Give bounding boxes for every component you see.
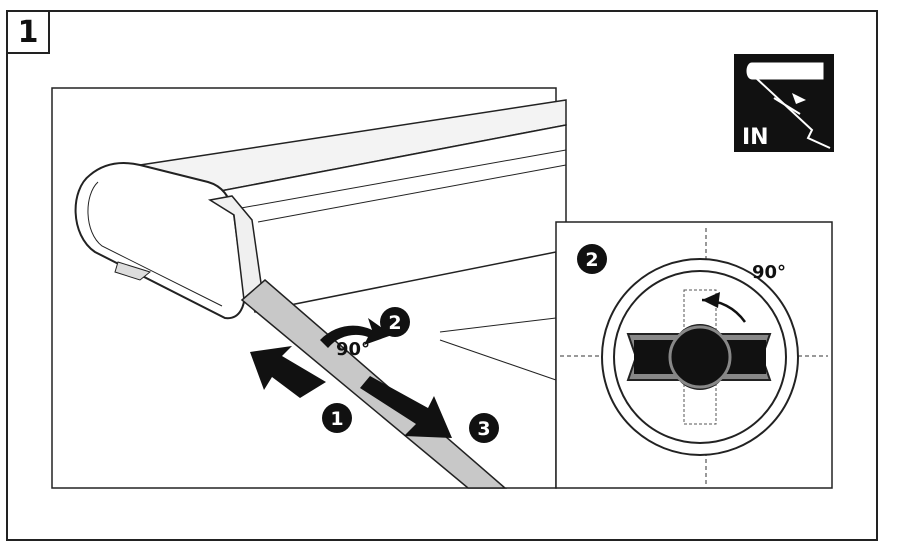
marker-2: 2 xyxy=(380,307,410,337)
in-direction-label: IN xyxy=(742,125,769,150)
in-direction-icon: IN xyxy=(734,54,834,152)
detail-rotation-label: 90° xyxy=(752,262,786,283)
diagram-frame xyxy=(6,10,878,541)
detail-marker-2-label: 2 xyxy=(585,249,598,271)
marker-3-label: 3 xyxy=(477,418,490,440)
rotation-knob-icon xyxy=(626,324,772,390)
detail-marker-2 xyxy=(577,244,607,274)
rotation-angle-label: 90° xyxy=(336,339,370,360)
detail-leader-lines xyxy=(439,317,557,381)
push-arrow-icon xyxy=(250,346,326,398)
marker-1: 1 xyxy=(322,403,352,433)
marker-3: 3 xyxy=(469,413,499,443)
step-number-box: 1 xyxy=(6,10,50,54)
marker-2-label: 2 xyxy=(388,312,401,334)
pull-arrow-icon xyxy=(360,376,452,438)
step-number: 1 xyxy=(17,14,39,50)
rotate-arrow-icon xyxy=(320,318,392,348)
detail-panel: 2 90° xyxy=(555,221,833,489)
marker-1-label: 1 xyxy=(330,408,343,430)
